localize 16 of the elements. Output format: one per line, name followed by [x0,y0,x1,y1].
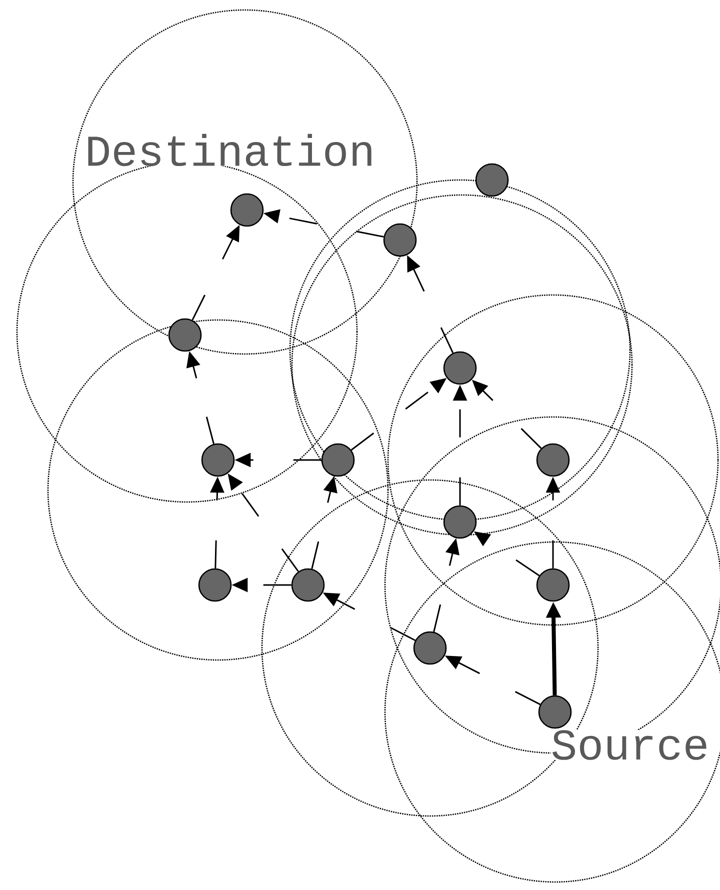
node-circle [536,568,570,602]
node-circle [321,443,355,477]
node-circle [443,505,477,539]
node-label: Destination [84,134,376,166]
node-label: Source [550,730,710,760]
node-circle [383,223,417,257]
node-circle [230,193,264,227]
node-circle [413,631,447,665]
node-circle [443,351,477,385]
node-circle [201,443,235,477]
node-circle [198,568,232,602]
node-circle [536,443,570,477]
node-circle [168,318,202,352]
node-circle [291,568,325,602]
node-circle [475,163,509,197]
node-circle [538,695,572,729]
